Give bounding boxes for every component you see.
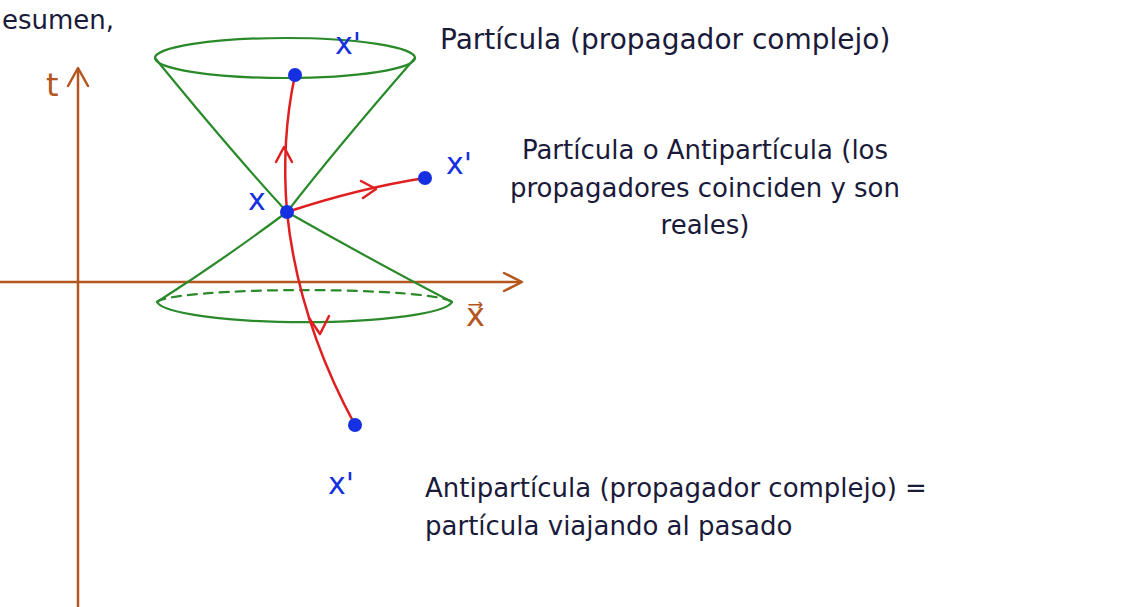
time-axis-arrowhead bbox=[68, 68, 88, 86]
annotation: Partícula (propagador complejo) bbox=[440, 20, 890, 61]
event-point bbox=[418, 171, 432, 185]
past-arrowhead bbox=[309, 316, 329, 334]
time-axis bbox=[77, 70, 80, 607]
point-label: x' bbox=[446, 142, 472, 186]
light-cone bbox=[155, 38, 452, 322]
space-axis-arrowhead bbox=[504, 273, 522, 291]
future-worldline bbox=[285, 75, 295, 212]
spacelike-worldline bbox=[287, 178, 425, 212]
annotation: Partícula o Antipartícula (los propagado… bbox=[485, 132, 925, 245]
annotation: Antipartícula (propagador complejo) = pa… bbox=[425, 470, 985, 545]
event-point bbox=[348, 418, 362, 432]
event-point bbox=[280, 205, 294, 219]
events bbox=[280, 68, 432, 432]
space-axis bbox=[0, 281, 520, 284]
future-cone-rim bbox=[155, 38, 415, 78]
point-label: x' bbox=[335, 22, 361, 66]
future-arrowhead bbox=[276, 147, 292, 162]
heading-fragment: esumen, bbox=[2, 2, 114, 40]
event-point bbox=[288, 68, 302, 82]
cone-right-edge bbox=[287, 58, 452, 302]
point-label: x bbox=[248, 178, 266, 222]
spacelike-arrowhead bbox=[361, 181, 376, 198]
point-label: x' bbox=[328, 462, 354, 506]
cone-left-edge bbox=[155, 58, 287, 302]
axis-label: t bbox=[46, 62, 59, 108]
past-worldline bbox=[287, 212, 355, 425]
axis-label: x⃗ bbox=[466, 292, 485, 338]
worldlines bbox=[276, 75, 425, 425]
